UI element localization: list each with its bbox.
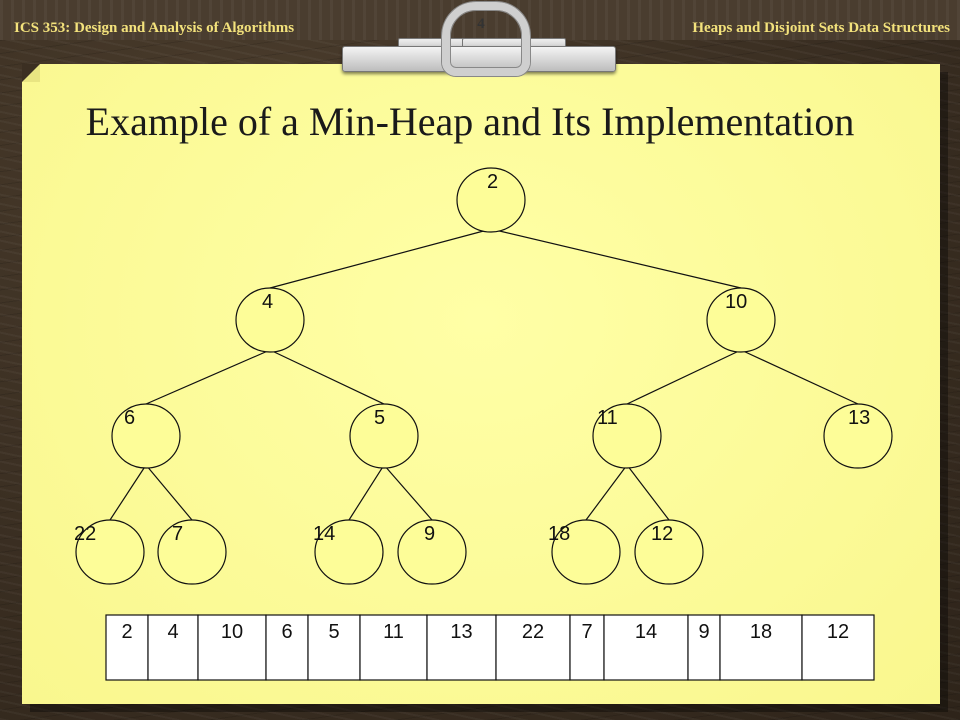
- heap-node: 11: [592, 403, 662, 469]
- heap-node: 12: [634, 519, 704, 585]
- array-cell: [801, 614, 875, 681]
- heap-node-circle: [157, 519, 227, 585]
- heap-node-label: 11: [597, 407, 618, 429]
- array-cell: [426, 614, 497, 681]
- array-cell-label: 13: [450, 621, 472, 643]
- array-cell-label: 4: [167, 621, 178, 643]
- tree-edge: [383, 464, 433, 521]
- tree-edges: [109, 228, 859, 521]
- heap-node: 4: [235, 287, 305, 353]
- heap-node-label: 9: [424, 523, 435, 545]
- heap-node-circle: [314, 519, 384, 585]
- array-cell: [147, 614, 199, 681]
- heap-node-circle: [75, 519, 145, 585]
- array-cell: [495, 614, 571, 681]
- tree-edge: [348, 464, 385, 521]
- course-title: ICS 353: Design and Analysis of Algorith…: [14, 20, 295, 36]
- tree-edge: [490, 228, 742, 289]
- heap-node: 18: [548, 519, 621, 585]
- array-cell-label: 7: [581, 621, 592, 643]
- array-cell-label: 22: [522, 621, 544, 643]
- heap-node-label: 6: [124, 407, 135, 429]
- heap-node: 22: [74, 519, 145, 585]
- heap-node-label: 12: [651, 523, 673, 545]
- heap-node-label: 22: [74, 523, 96, 545]
- array-cell-label: 18: [750, 621, 772, 643]
- tree-edge: [269, 349, 385, 405]
- array-cell: [719, 614, 803, 681]
- heap-node-label: 18: [548, 523, 570, 545]
- topic-title: Heaps and Disjoint Sets Data Structures: [692, 20, 950, 36]
- array-cell-label: 10: [221, 621, 243, 643]
- tree-edge: [269, 228, 492, 289]
- array-cell: [603, 614, 689, 681]
- array-cell-label: 5: [328, 621, 339, 643]
- heap-array: 2 4 10 6 5 11 13 22 7 14 9 18 12: [105, 614, 875, 681]
- heap-node-circle: [456, 167, 526, 233]
- array-cell-label: 12: [827, 621, 849, 643]
- heap-node: 10: [706, 287, 776, 353]
- tree-edge: [145, 464, 193, 521]
- array-cell-label: 9: [698, 621, 709, 643]
- tree-edge: [626, 349, 742, 405]
- heap-node: 5: [349, 403, 419, 469]
- page-number: 4: [477, 16, 485, 32]
- array-cell-label: 6: [281, 621, 292, 643]
- array-cell-label: 11: [383, 621, 404, 643]
- heap-node-label: 5: [374, 407, 385, 429]
- slide-title: Example of a Min-Heap and Its Implementa…: [85, 99, 855, 144]
- heap-node-label: 2: [487, 171, 498, 193]
- array-cell: [307, 614, 361, 681]
- array-cell: [105, 614, 149, 681]
- tree-edge: [109, 464, 147, 521]
- note-corner-fold: [22, 64, 40, 82]
- array-cell: [197, 614, 267, 681]
- tree-edge: [740, 349, 859, 405]
- heap-node-circle: [551, 519, 621, 585]
- tree-edge: [626, 464, 670, 521]
- array-cell: [687, 614, 721, 681]
- heap-node: 2: [456, 167, 526, 233]
- array-cell-label: 14: [635, 621, 657, 643]
- binder-clip: [342, 46, 616, 72]
- heap-node: 7: [157, 519, 227, 585]
- heap-node-circle: [111, 403, 181, 469]
- heap-node-label: 14: [313, 523, 335, 545]
- heap-node-circle: [592, 403, 662, 469]
- array-cell-label: 2: [121, 621, 132, 643]
- tree-edge: [145, 349, 271, 405]
- heap-node-circle: [634, 519, 704, 585]
- array-cell: [569, 614, 605, 681]
- heap-node: 9: [397, 519, 467, 585]
- heap-node-label: 10: [725, 291, 747, 313]
- heap-node: 6: [111, 403, 181, 469]
- array-cell: [265, 614, 309, 681]
- heap-node-circle: [823, 403, 893, 469]
- heap-node-circle: [235, 287, 305, 353]
- binder-clip-loop: [442, 2, 530, 76]
- tree-nodes: 2 4 10 6 5 11 13 22 7 14 9 18 12: [74, 167, 893, 585]
- heap-node: 14: [313, 519, 384, 585]
- heap-node-circle: [349, 403, 419, 469]
- heap-node-label: 13: [848, 407, 870, 429]
- heap-node: 13: [823, 403, 893, 469]
- heap-node-label: 4: [262, 291, 273, 313]
- heap-node-circle: [397, 519, 467, 585]
- heap-node-label: 7: [172, 523, 183, 545]
- heap-node-circle: [706, 287, 776, 353]
- tree-edge: [585, 464, 628, 521]
